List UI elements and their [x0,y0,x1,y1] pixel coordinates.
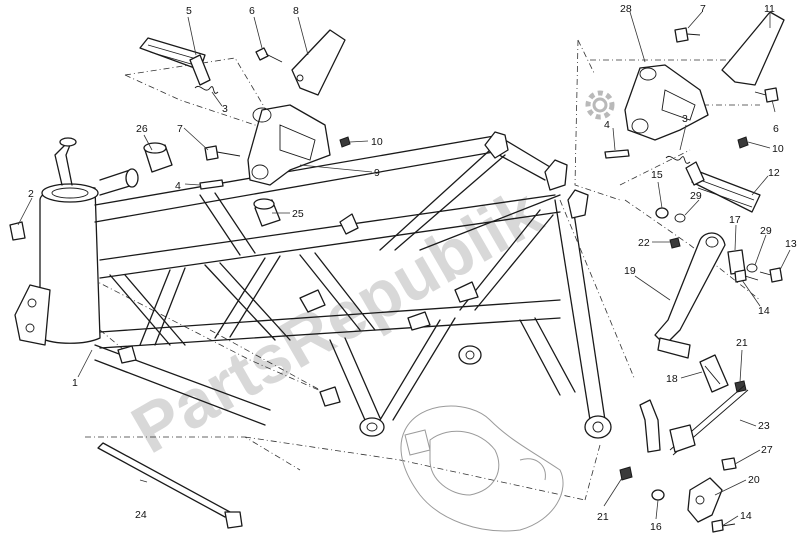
bolt-part-7-right [674,27,701,43]
gear-icon [585,90,615,120]
footpeg-bracket-right-part-28 [624,64,709,141]
callout-27: 27 [761,444,773,456]
callout-29-lower: 29 [760,225,772,237]
footpeg-right-part-12 [685,161,761,213]
part-27 [721,457,737,471]
brake-pedal-part-19 [654,232,726,359]
callout-24: 24 [135,509,147,521]
callout-3: 3 [222,103,228,115]
pin-part-4-left [199,179,224,190]
callout-7-left: 7 [177,123,183,135]
leader-lines [17,11,791,527]
callout-26: 26 [136,123,148,135]
callout-2: 2 [28,188,34,200]
callout-7-right: 7 [700,3,706,15]
callout-3-right: 3 [682,113,688,125]
callout-5: 5 [186,5,192,17]
bolt-part-6-left [255,47,283,63]
main-frame [9,131,612,439]
nut-part-22 [669,237,681,249]
pedal-rubber-part-18 [699,354,729,393]
washer-part-29 [746,263,758,273]
washer-part-16 [651,489,665,501]
spring-part-3-right [665,156,691,164]
callout-21-lower: 21 [597,511,609,523]
callout-1: 1 [72,377,78,389]
callout-8: 8 [293,5,299,17]
heel-guard-left-part-8 [291,29,346,96]
bolt-part-14-lower [711,519,736,533]
callout-14-upper: 14 [758,305,770,317]
callout-22: 22 [638,237,650,249]
callout-28: 28 [620,3,632,15]
footpeg-left-part-5 [139,37,211,86]
callout-11: 11 [764,3,775,15]
spring-part-3 [194,86,219,94]
nut-part-21-upper [734,380,747,393]
callout-14-lower: 14 [740,510,752,522]
engine-outline [400,405,564,532]
callout-4-left: 4 [175,180,181,192]
callout-21-upper: 21 [736,337,748,349]
bolt-part-13 [759,267,783,283]
callout-19: 19 [624,265,636,277]
callout-16: 16 [650,521,662,533]
clip-part-29 [674,213,686,223]
watermark: PartsRepublik [120,90,615,468]
right-footpeg-assembly [604,11,785,533]
callout-6-right: 6 [773,123,779,135]
callout-labels: 1 2 3 4 5 6 7 8 9 10 11 12 13 14 15 16 1… [28,3,797,533]
long-bolt-part-24 [97,442,243,529]
callout-29-upper: 29 [690,190,702,202]
callout-23: 23 [758,420,770,432]
clevis-part-20 [687,477,723,523]
callout-15: 15 [651,169,663,181]
bolt-part-14-upper [734,269,759,283]
nut-part-10-left [339,136,351,148]
callout-10-left: 10 [371,136,383,148]
bushing-part-26 [143,142,173,173]
callout-17: 17 [729,214,741,226]
bolt-part-6-right [754,87,779,103]
assembly-lines [39,39,761,501]
pin-part-4-right [604,149,630,159]
bushing-part-25 [253,198,281,227]
washer-part-15 [655,207,669,219]
watermark-text: PartsRepublik [120,173,554,468]
bolt-part-7-left [204,145,241,161]
callout-6-left: 6 [249,5,255,17]
left-footpeg-assembly [139,29,351,227]
brake-switch-rod-part-23 [639,384,749,456]
callout-12: 12 [768,167,780,179]
nut-part-21-lower [619,466,633,481]
nut-part-10-right [737,136,749,149]
callout-4-right: 4 [604,119,610,131]
callout-20: 20 [748,474,760,486]
heel-guard-right-part-11 [721,11,785,86]
callout-13: 13 [785,238,797,250]
footpeg-bracket-left-part-9 [247,104,331,186]
callout-9: 9 [374,167,380,179]
callout-25: 25 [292,208,304,220]
callout-18: 18 [666,373,678,385]
callout-10-right: 10 [772,143,784,155]
